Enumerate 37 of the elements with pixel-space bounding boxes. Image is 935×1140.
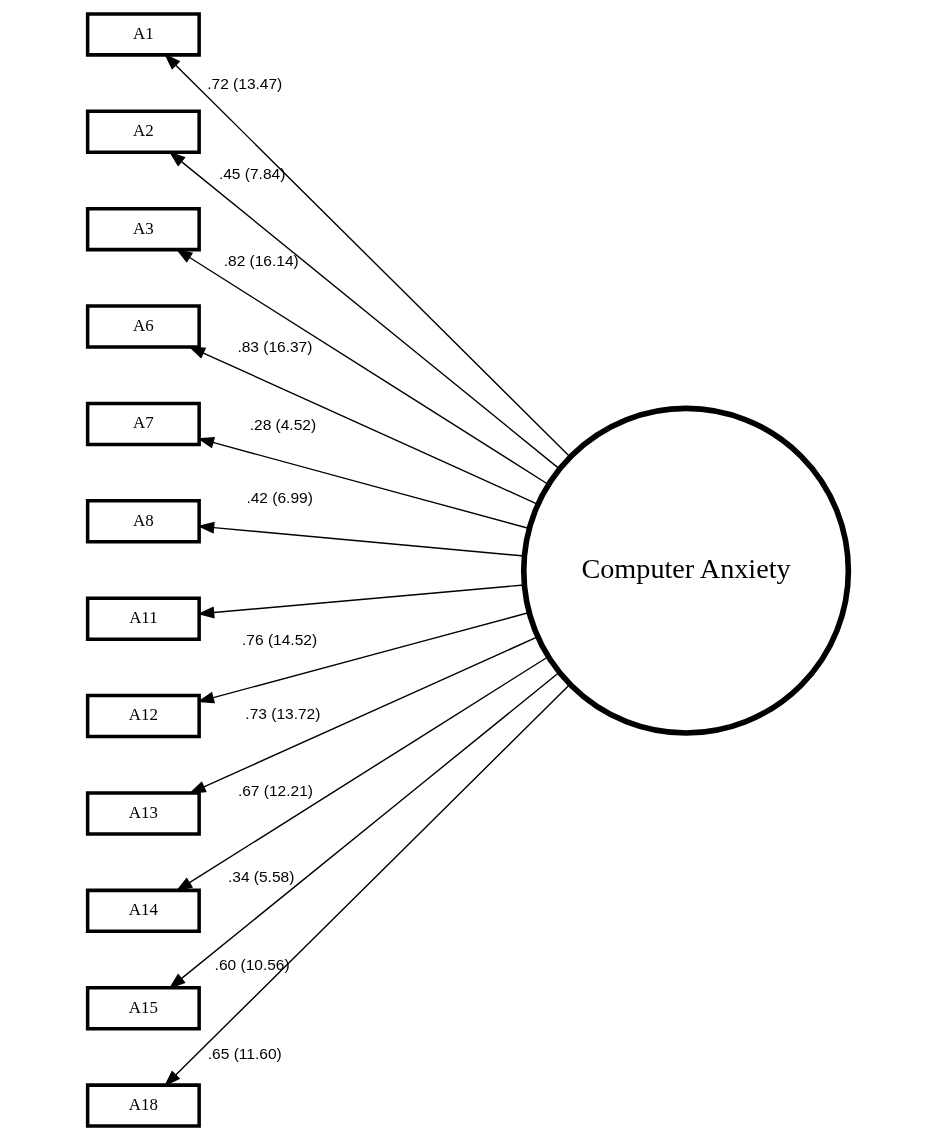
arrow (196, 584, 525, 619)
node-box: A12 (85, 693, 201, 739)
edge-label: .60 (10.56) (214, 955, 290, 973)
arrow (175, 248, 549, 486)
edge-label: .34 (5.58) (227, 868, 294, 886)
node-circle: Computer Anxiety (520, 405, 851, 736)
edge-label: .67 (12.21) (237, 782, 313, 800)
node-box: A15 (85, 986, 201, 1031)
node-box: A2 (85, 109, 201, 154)
edge-label: .42 (6.99) (245, 489, 313, 506)
node-box: A13 (85, 791, 201, 836)
arrow (163, 53, 571, 458)
arrow (175, 656, 548, 892)
node-box: A11 (85, 596, 201, 641)
edge-label: .65 (11.60) (207, 1045, 282, 1062)
edge-label: .45 (7.84) (218, 164, 285, 182)
node-box: A8 (85, 499, 201, 544)
edge-label: .73 (13.72) (244, 704, 320, 722)
edge-label: .72 (13.47) (206, 75, 282, 93)
edge-label: .83 (16.37) (236, 337, 312, 355)
arrow (196, 611, 530, 704)
node-box: A14 (85, 888, 201, 934)
arrow (188, 636, 538, 794)
node-box: A6 (85, 304, 201, 349)
edge-label: .76 (14.52) (241, 631, 317, 649)
node-box: A3 (85, 206, 201, 252)
edge-label: .82 (16.14) (223, 252, 299, 270)
edge-label: .28 (4.52) (249, 415, 316, 433)
arrow (196, 521, 525, 557)
node-box: A18 (85, 1083, 201, 1128)
arrow (168, 672, 559, 989)
arrow (187, 346, 539, 506)
arrow (196, 436, 530, 530)
node-box: A1 (85, 12, 201, 57)
arrow (163, 684, 570, 1087)
node-box: A7 (85, 401, 201, 447)
arrow (168, 151, 560, 470)
